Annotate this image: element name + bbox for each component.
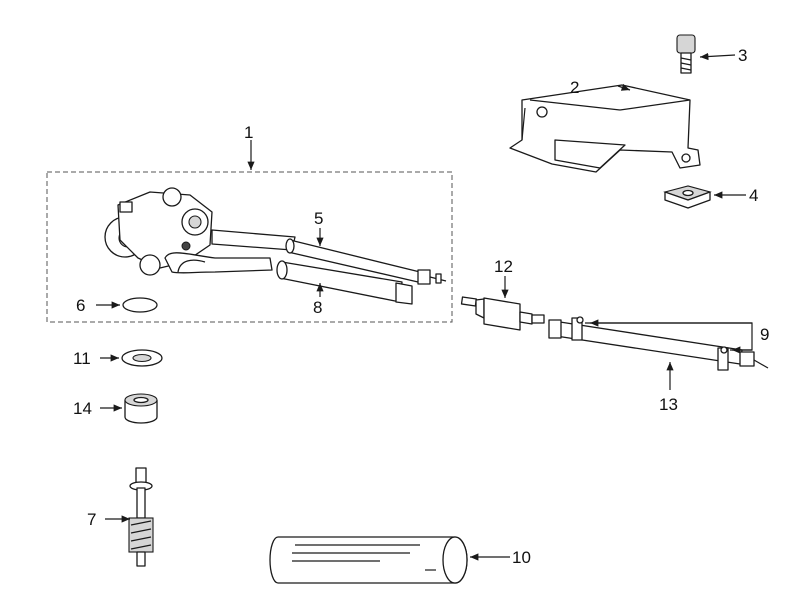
part-6-o-ring bbox=[122, 297, 158, 313]
callout-14: 14 bbox=[73, 399, 92, 418]
part-11-washer bbox=[121, 349, 163, 367]
part-12-inline-filter bbox=[460, 296, 545, 331]
callout-10: 10 bbox=[512, 548, 531, 567]
callout-13: 13 bbox=[659, 395, 678, 414]
part-2-bracket bbox=[509, 84, 701, 173]
callout-1: 1 bbox=[244, 123, 253, 142]
part-3-bolt bbox=[676, 34, 696, 74]
part-10-filter-cylinder bbox=[269, 536, 468, 584]
callout-5: 5 bbox=[314, 209, 323, 228]
callout-11: 11 bbox=[73, 349, 91, 368]
part-14-bushing bbox=[124, 393, 158, 424]
part-9-hose-clips bbox=[571, 316, 729, 371]
leader-lines bbox=[96, 52, 753, 561]
part-7-drive-shaft bbox=[128, 467, 154, 567]
callout-4: 4 bbox=[749, 186, 758, 205]
callout-7: 7 bbox=[87, 510, 96, 529]
part-4-nut bbox=[663, 185, 712, 209]
part-5-upper-tube bbox=[285, 238, 447, 285]
assembly-group-box bbox=[46, 171, 453, 323]
part-8-lower-tube bbox=[276, 260, 413, 305]
part-13-outlet-tube bbox=[548, 319, 769, 369]
part-1-pump-assembly bbox=[104, 187, 296, 276]
callout-6: 6 bbox=[76, 296, 85, 315]
callout-9: 9 bbox=[760, 325, 769, 344]
callout-2: 2 bbox=[570, 78, 579, 97]
callout-12: 12 bbox=[494, 257, 513, 276]
callout-8: 8 bbox=[313, 298, 322, 317]
callout-3: 3 bbox=[738, 46, 747, 65]
